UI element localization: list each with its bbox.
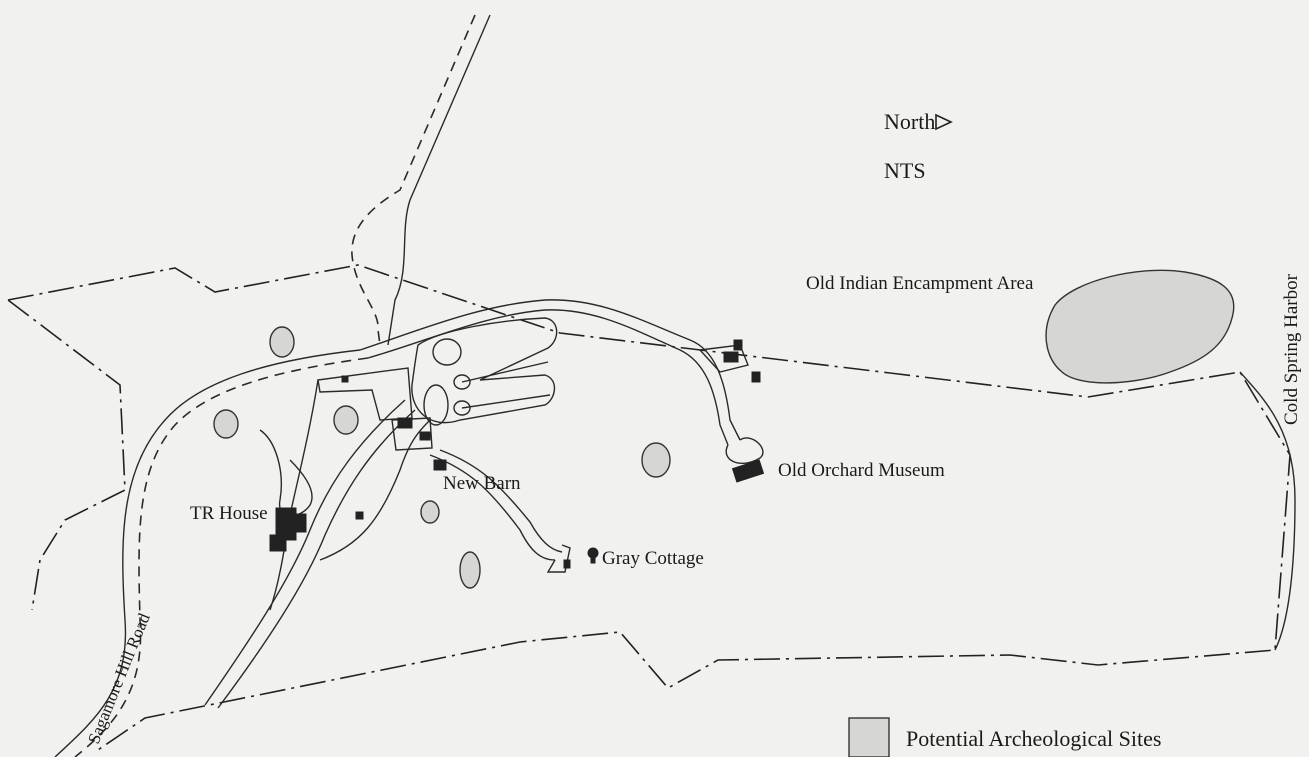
legend-label: Potential Archeological Sites [906,726,1161,751]
building-museum-annex-3 [733,339,743,351]
site-small-2 [213,409,239,439]
label-cold-spring-harbor: Cold Spring Harbor [1281,273,1302,425]
label-sagamore-hill-road: Sagamore Hill Road [84,610,154,746]
label-tr-house: TR House [190,503,268,524]
north-arrow-icon [935,113,953,131]
building-near-cottage [563,559,571,569]
parking-island-4 [423,384,449,426]
farm-yard-2 [391,417,433,451]
building-new-barn [433,459,447,471]
legend-swatch [848,717,890,757]
gray-cottage-drive [546,544,571,573]
path-west-loop [259,429,313,517]
building-museum-annex-2 [751,371,761,383]
building-tr-house-annex [269,534,287,552]
path-cross [319,419,431,561]
label-gray-cottage: Gray Cottage [602,548,704,569]
building-small-1 [341,375,349,383]
museum-spur [698,344,749,373]
building-farm-2 [419,431,431,441]
path-long-sw [204,399,406,706]
label-new-barn: New Barn [443,473,521,494]
site-small-4 [641,442,671,478]
parking-lot-outline [411,317,558,424]
building-small-2 [355,511,364,520]
label-old-indian-encampment: Old Indian Encampment Area [806,273,1034,294]
building-tr-house-wing [291,513,307,533]
farm-yard [317,367,413,421]
property-boundary [7,264,1291,753]
main-drive [359,299,741,441]
path-gray-cottage-edge [439,449,563,553]
parking-island-2 [453,400,471,416]
site-small-5 [420,500,440,524]
building-old-orchard-museum [731,459,765,483]
site-small-1 [269,326,295,358]
building-museum-annex-1 [723,351,739,363]
building-farm-1 [397,417,413,429]
site-small-6 [459,551,481,589]
parking-island-1 [453,374,471,390]
north-entry-road-edge [387,14,491,346]
parking-island-3 [432,338,462,366]
path-gray-cottage [429,454,556,561]
nts-label: NTS [884,158,926,183]
path-long-sw-2 [217,409,416,709]
museum-loop [725,437,764,464]
site-small-3 [333,405,359,435]
building-gray-cottage-stem [590,552,596,564]
north-label: North [884,109,935,134]
label-old-orchard-museum: Old Orchard Museum [778,460,945,481]
sagamore-hill-road [54,349,361,757]
parking-row-2 [461,394,551,409]
parking-row-1 [461,361,549,383]
path-tr-house [269,379,319,611]
harbor-shoreline [1239,371,1296,651]
main-drive-edge [367,309,729,446]
site-old-indian-encampment [1045,269,1235,384]
north-entry-road [351,14,476,346]
